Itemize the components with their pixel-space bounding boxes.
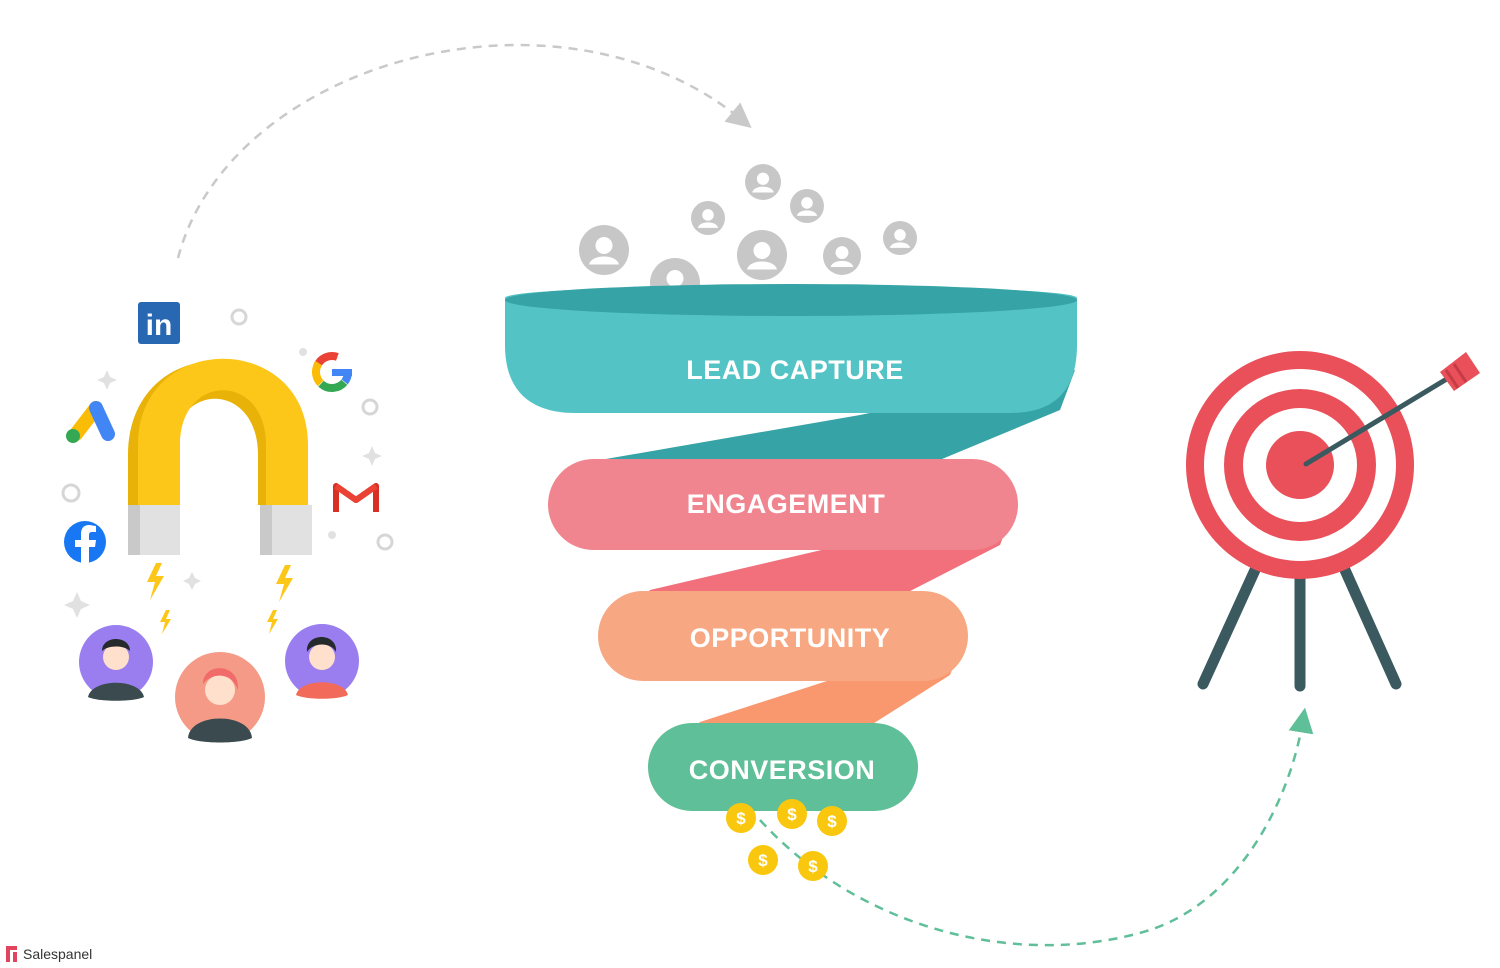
funnel-stage-conversion [648,723,918,811]
decorative-rings [61,308,394,551]
salespanel-logo-icon [6,946,19,962]
avatar-left [79,625,153,701]
lead-person-icon [790,189,824,223]
coin-icon: $ [726,803,756,833]
lead-person-icon [579,225,629,275]
coin-icon: $ [777,799,807,829]
lead-person-icon [737,230,787,280]
target-icon [1186,351,1480,692]
brand-name: Salespanel [23,946,93,962]
coin-icon: $ [748,845,778,875]
avatar-right [285,624,359,699]
lead-person-icon [823,237,861,275]
stage-label-lead-capture: LEAD CAPTURE [686,355,904,385]
linkedin-icon: in [138,302,180,344]
lead-person-icon [691,201,725,235]
svg-text:$: $ [758,851,768,870]
arrow-magnet-to-funnel [176,43,752,259]
svg-text:$: $ [808,857,818,876]
google-icon [312,352,352,392]
coin-icons: $ $ $ $ $ [726,799,847,881]
lightning-icons [147,563,293,634]
stage-label-engagement: ENGAGEMENT [687,489,886,519]
svg-text:in: in [146,309,173,342]
coin-icon: $ [798,851,828,881]
facebook-icon [64,521,106,563]
gmail-icon [333,483,379,512]
lead-person-icon [745,164,781,200]
stage-label-conversion: CONVERSION [689,755,876,785]
funnel: LEAD CAPTURE ENGAGEMENT OPPORTUNITY CONV… [505,284,1077,811]
svg-text:$: $ [787,805,797,824]
decorative-sparkles [64,348,382,618]
brand-logo: Salespanel [6,946,92,962]
svg-text:$: $ [827,812,837,831]
avatar-center [175,652,265,743]
stage-label-opportunity: OPPORTUNITY [690,623,891,653]
coin-icon: $ [817,806,847,836]
magnet-group: in [61,302,394,743]
funnel-stage-engagement [548,459,1018,550]
magnet-icon [128,358,312,555]
lead-person-icon [883,221,917,255]
svg-text:$: $ [736,809,746,828]
google-ads-icon [66,401,115,443]
funnel-stage-lead-capture [505,286,1077,413]
funnel-stage-opportunity [598,591,968,681]
